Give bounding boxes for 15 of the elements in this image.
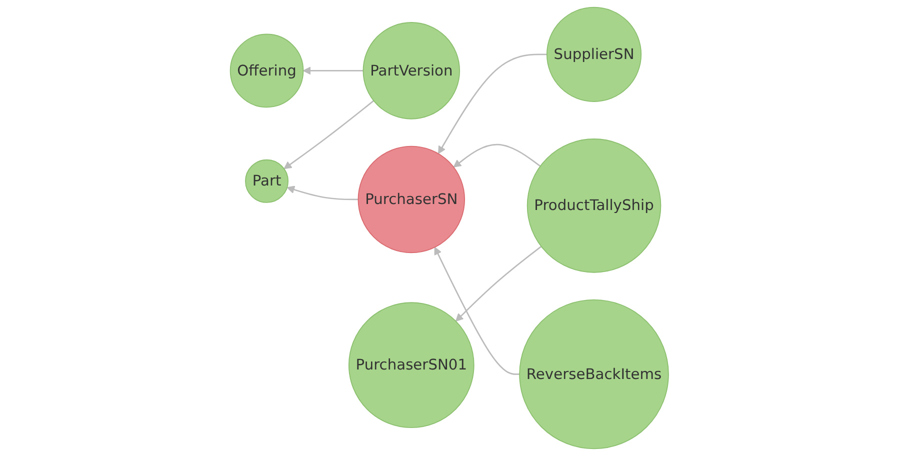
arrow bbox=[286, 186, 358, 200]
node-circle: ProductTallyShip bbox=[526, 138, 662, 273]
arrow bbox=[456, 246, 542, 322]
node-circle: Offering bbox=[230, 34, 304, 108]
arrow bbox=[284, 100, 374, 170]
arrow bbox=[434, 246, 520, 375]
node-circle: SupplierSN bbox=[546, 6, 642, 102]
arrow bbox=[438, 54, 548, 154]
node-circle: PartVersion bbox=[362, 22, 460, 120]
node-circle: ReverseBackItems bbox=[519, 299, 670, 450]
node-circle: Part bbox=[245, 159, 289, 203]
arrow bbox=[453, 144, 541, 168]
node-circle: PurchaserSN bbox=[358, 146, 466, 254]
arrow bbox=[302, 66, 364, 75]
node-circle: PurchaserSN01 bbox=[348, 302, 474, 428]
